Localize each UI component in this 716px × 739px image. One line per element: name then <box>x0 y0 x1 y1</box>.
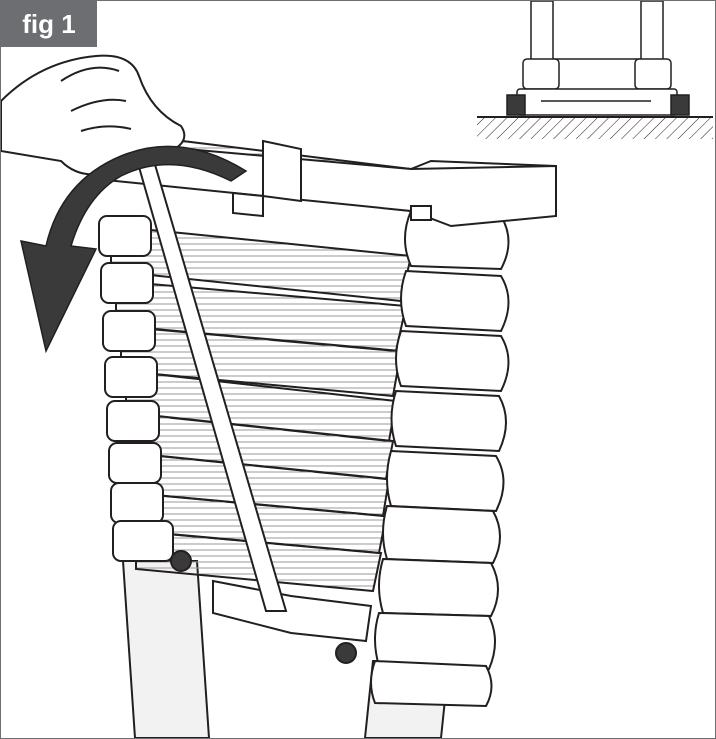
right-collars <box>370 209 510 708</box>
direction-arrow <box>20 145 248 354</box>
left-collars <box>98 215 174 562</box>
inset-feet-detail <box>477 1 713 139</box>
bottom-foot-bar <box>170 550 373 664</box>
figure-label: fig 1 <box>1 1 97 47</box>
